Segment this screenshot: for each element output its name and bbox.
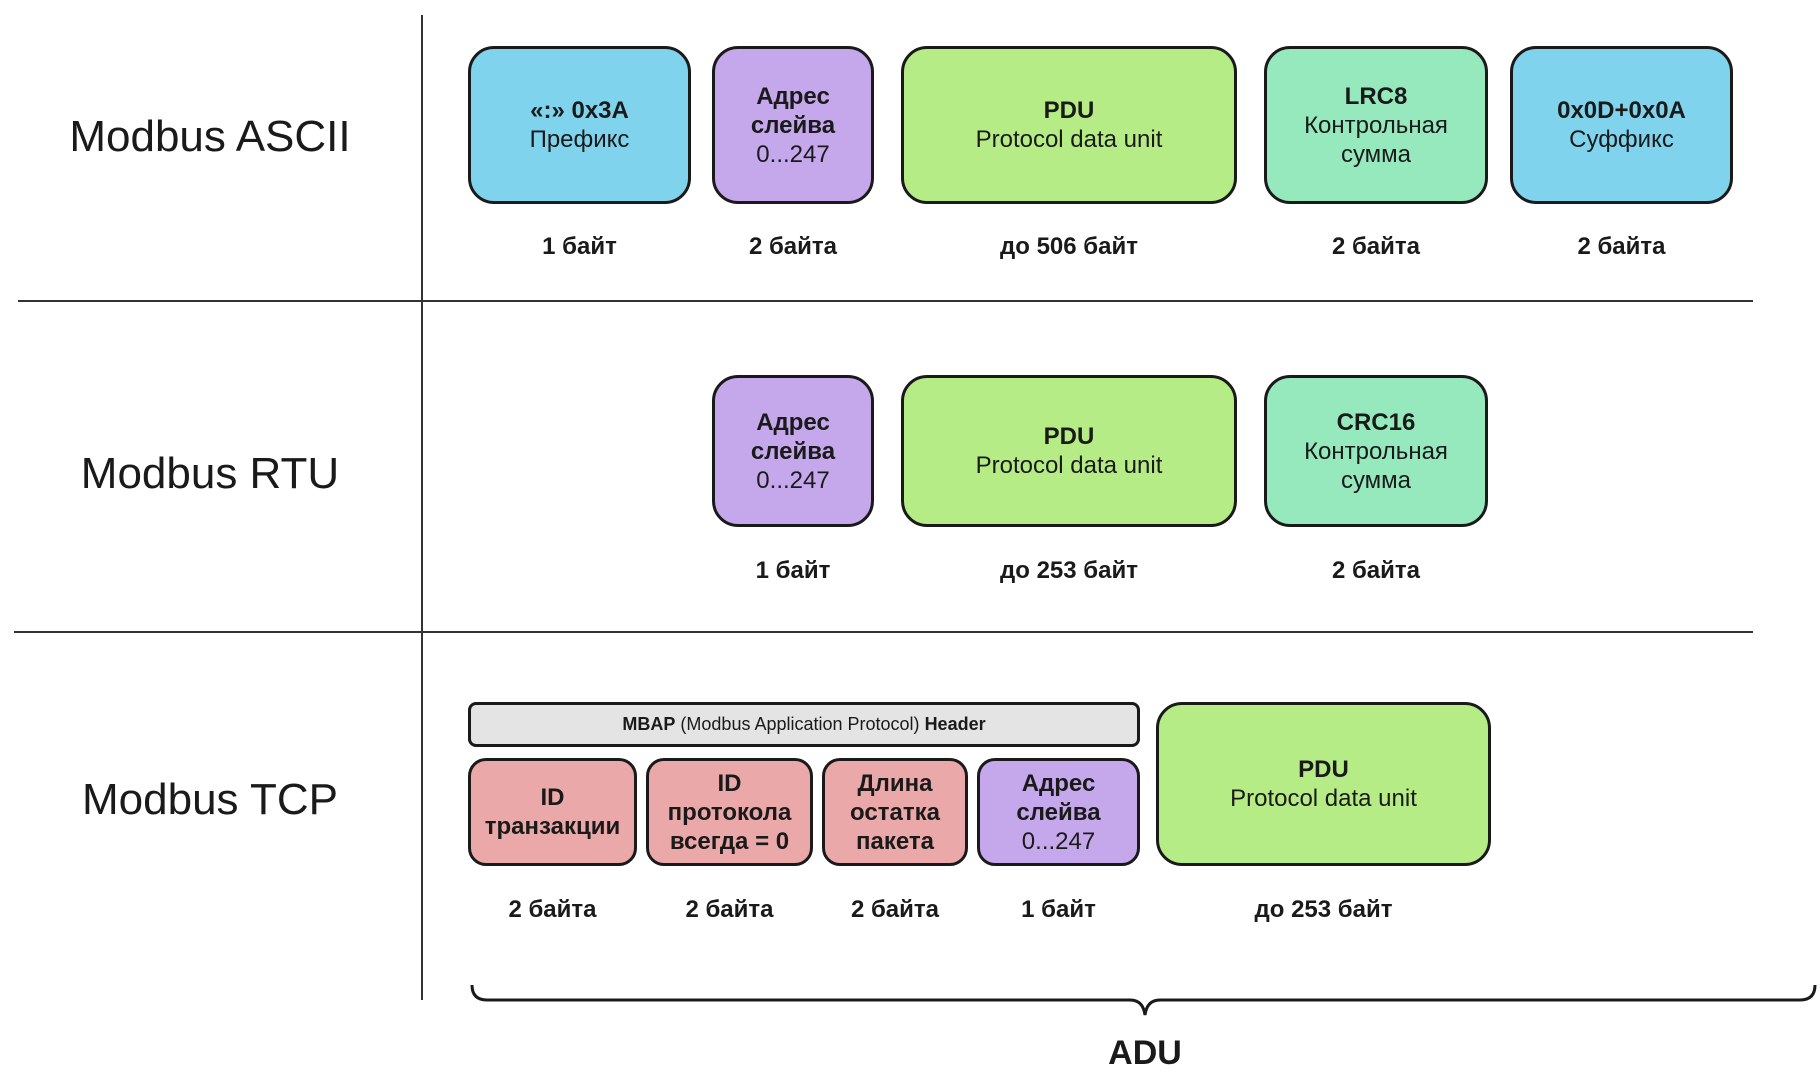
ascii-prefix-box: «:» 0x3A Префикс [468, 46, 691, 204]
box-title: Длина остатка пакета [850, 769, 940, 855]
row-label-tcp: Modbus TCP [82, 775, 338, 824]
rtu-crc16-box: CRC16 Контрольная сумма [1264, 375, 1488, 527]
rtu-slave-address-box: Адрес слейва 0...247 [712, 375, 874, 527]
tcp-size-pdu: до 253 байт [1254, 896, 1393, 923]
box-subtitle: Контрольная сумма [1304, 111, 1448, 168]
row-label-ascii: Modbus ASCII [69, 112, 351, 161]
box-subtitle: Префикс [529, 126, 630, 153]
box-title: PDU [1043, 423, 1095, 450]
row-label-rtu: Modbus RTU [80, 449, 340, 498]
box-title: PDU [1298, 756, 1349, 783]
box-title: Адрес слейва [750, 82, 836, 139]
ascii-lrc8-box: LRC8 Контрольная сумма [1264, 46, 1488, 204]
tcp-size-transaction-id: 2 байта [508, 896, 597, 923]
rtu-size-crc16: 2 байта [1331, 557, 1421, 584]
ascii-size-suffix: 2 байта [1577, 233, 1666, 260]
box-title: 0x0D+0x0A [1557, 97, 1686, 124]
box-subtitle: Суффикс [1569, 126, 1674, 153]
box-title: CRC16 [1336, 408, 1416, 436]
rtu-size-address: 1 байт [755, 557, 831, 584]
row-separator-2 [14, 631, 1753, 633]
box-subtitle: 0...247 [1021, 827, 1096, 855]
ascii-size-address: 2 байта [748, 233, 838, 260]
tcp-transaction-id-box: ID транзакции [468, 758, 637, 866]
ascii-pdu-box: PDU Protocol data unit [901, 46, 1237, 204]
box-subtitle: Protocol data unit [975, 126, 1163, 153]
tcp-size-address: 1 байт [1021, 896, 1096, 923]
mbap-header-word: Header [924, 714, 986, 734]
box-title: LRC8 [1344, 82, 1408, 110]
box-title: Адрес слейва [750, 408, 836, 465]
box-subtitle: 0...247 [756, 140, 830, 168]
box-subtitle: 0...247 [756, 466, 830, 494]
box-title: Адрес слейва [1016, 769, 1101, 826]
ascii-slave-address-box: Адрес слейва 0...247 [712, 46, 874, 204]
mbap-header-bar: MBAP (Modbus Application Protocol) Heade… [468, 702, 1140, 747]
row-label-divider [421, 15, 423, 1000]
box-subtitle: Protocol data unit [975, 452, 1163, 479]
box-title: ID транзакции [484, 784, 621, 840]
rtu-size-pdu: до 253 байт [1000, 557, 1138, 584]
box-title: «:» 0x3A [530, 97, 629, 124]
tcp-size-length: 2 байта [850, 896, 940, 923]
mbap-description: (Modbus Application Protocol) [680, 714, 920, 734]
tcp-size-protocol-id: 2 байта [685, 896, 774, 923]
box-subtitle: Protocol data unit [1230, 785, 1417, 812]
tcp-protocol-id-box: ID протокола всегда = 0 [646, 758, 813, 866]
rtu-pdu-box: PDU Protocol data unit [901, 375, 1237, 527]
box-subtitle: Контрольная сумма [1304, 437, 1448, 494]
box-title: PDU [1043, 97, 1095, 124]
mbap-label: MBAP [622, 714, 676, 734]
ascii-size-pdu: до 506 байт [1000, 233, 1138, 260]
ascii-size-prefix: 1 байт [542, 233, 617, 260]
box-title: ID протокола всегда = 0 [667, 769, 792, 855]
ascii-suffix-box: 0x0D+0x0A Суффикс [1510, 46, 1733, 204]
adu-label: ADU [1108, 1034, 1182, 1072]
tcp-length-box: Длина остатка пакета [822, 758, 968, 866]
ascii-size-lrc8: 2 байта [1331, 233, 1421, 260]
row-separator-1 [18, 300, 1753, 302]
tcp-slave-address-box: Адрес слейва 0...247 [977, 758, 1140, 866]
tcp-pdu-box: PDU Protocol data unit [1156, 702, 1491, 866]
